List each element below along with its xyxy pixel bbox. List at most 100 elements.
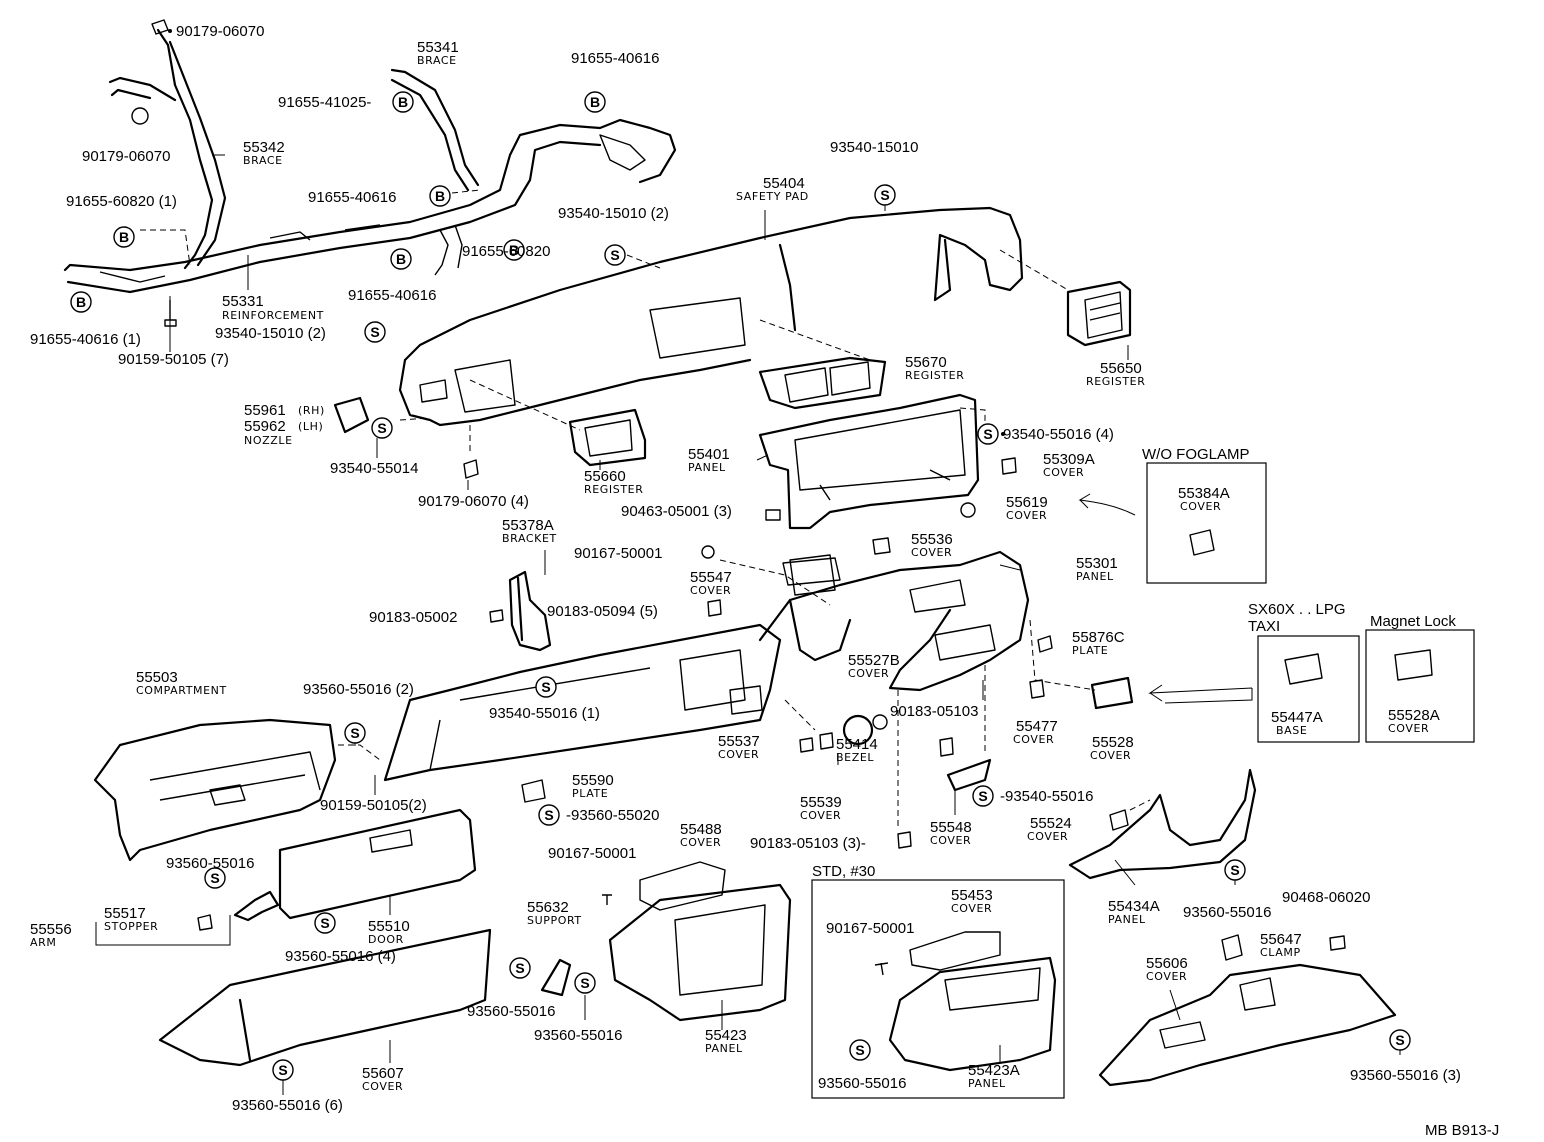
part-number: -93560-55020 bbox=[566, 807, 659, 824]
part-number: 91655-60820 (1) bbox=[66, 193, 177, 210]
part-description: PANEL bbox=[1076, 570, 1114, 583]
part-number: 55414 bbox=[836, 736, 878, 753]
part-number: 93540-55016 (4) bbox=[1003, 426, 1114, 443]
register-55670-drawing bbox=[758, 356, 887, 410]
leader-line bbox=[756, 454, 769, 461]
part-number: 90159-50105(2) bbox=[320, 797, 427, 814]
part-number: 90179-06070 bbox=[82, 148, 170, 165]
part-number: 55510 bbox=[368, 918, 410, 935]
part-description: REGISTER bbox=[905, 369, 964, 382]
frame-magnet-lock bbox=[1365, 629, 1475, 743]
part-description: BRACE bbox=[417, 54, 457, 67]
part-description: COVER bbox=[911, 546, 952, 559]
part-number: 93560-55016 bbox=[467, 1003, 555, 1020]
compartment-55503-inner-drawing bbox=[149, 751, 321, 806]
svg-text:B: B bbox=[435, 188, 445, 204]
part-number: 55378A bbox=[502, 517, 554, 534]
part-number: 55619 bbox=[1006, 494, 1048, 511]
part-number: 55961 bbox=[244, 402, 286, 419]
part-description: COVER bbox=[1090, 749, 1131, 762]
part-number: 55517 bbox=[104, 905, 146, 922]
leader-dot bbox=[168, 29, 172, 33]
leader-lines bbox=[95, 154, 1401, 1095]
part-number: 55539 bbox=[800, 794, 842, 811]
register-55650-grille-drawing bbox=[1084, 291, 1123, 339]
screw-symbol: S bbox=[364, 321, 386, 343]
part-number: 55590 bbox=[572, 772, 614, 789]
part-number: 55528A bbox=[1388, 707, 1440, 724]
arm-55556-drawing bbox=[233, 890, 280, 922]
screw-symbol: S bbox=[272, 1059, 294, 1081]
part-description: PANEL bbox=[705, 1042, 743, 1055]
part-number: 90167-50001 bbox=[574, 545, 662, 562]
register-55650-drawing bbox=[1066, 280, 1132, 347]
part-description: COVER bbox=[362, 1080, 403, 1093]
panel-55401-inner-drawing bbox=[794, 409, 966, 501]
svg-text:S: S bbox=[210, 870, 219, 886]
part-number: 91655-40616 bbox=[571, 50, 659, 67]
assembly-line bbox=[759, 319, 871, 361]
part-description: STOPPER bbox=[104, 920, 158, 933]
part-number: 93540-15010 bbox=[830, 139, 918, 156]
register-55660-grille-drawing bbox=[584, 419, 633, 457]
frame-wo-foglamp bbox=[1146, 462, 1267, 584]
register-55670-grille-drawing bbox=[784, 361, 871, 403]
part-number: 90183-05103 bbox=[890, 703, 978, 720]
part-number: 93560-55016 bbox=[818, 1075, 906, 1092]
svg-text:S: S bbox=[541, 679, 550, 695]
svg-text:S: S bbox=[1230, 862, 1239, 878]
cover-55547-drawing bbox=[782, 557, 841, 586]
part-number: 91655-41025- bbox=[278, 94, 371, 111]
bolt-symbol: B bbox=[584, 91, 606, 113]
part-number: 55548 bbox=[930, 819, 972, 836]
part-description: BRACKET bbox=[502, 532, 557, 545]
part-number: -93540-55016 bbox=[1000, 788, 1093, 805]
cover-55537-drawing bbox=[799, 732, 834, 753]
part-number: 91655-60820 bbox=[462, 243, 550, 260]
svg-text:S: S bbox=[880, 187, 889, 203]
svg-text:S: S bbox=[320, 915, 329, 931]
cover-55536-drawing bbox=[872, 537, 891, 555]
part-number: 55423 bbox=[705, 1027, 747, 1044]
part-number: 55607 bbox=[362, 1065, 404, 1082]
part-number: 90183-05002 bbox=[369, 609, 457, 626]
svg-text:B: B bbox=[119, 229, 129, 245]
nut-90179-c-drawing bbox=[463, 459, 479, 479]
part-description: PANEL bbox=[1108, 913, 1146, 926]
part-description: (LH) bbox=[298, 420, 323, 433]
part-number: 55670 bbox=[905, 354, 947, 371]
part-number: 90179-06070 (4) bbox=[418, 493, 529, 510]
svg-text:B: B bbox=[590, 94, 600, 110]
part-description: COVER bbox=[690, 584, 731, 597]
register-55660-drawing bbox=[568, 408, 647, 467]
assembly-line bbox=[999, 249, 1069, 291]
leader-line bbox=[1169, 989, 1181, 1021]
cover-55548-drawing bbox=[946, 758, 992, 792]
part-number: 93540-55016 (1) bbox=[489, 705, 600, 722]
part-number: 55453 bbox=[951, 887, 993, 904]
assembly-line bbox=[959, 407, 986, 430]
svg-text:S: S bbox=[978, 788, 987, 804]
part-description: COVER bbox=[1013, 733, 1054, 746]
cover-55453-drawing bbox=[909, 931, 1001, 971]
part-description: DOOR bbox=[368, 933, 404, 946]
lower-dash-drawing bbox=[383, 623, 782, 782]
screw-90167-c-drawing bbox=[874, 962, 889, 976]
svg-text:S: S bbox=[1395, 1032, 1404, 1048]
leader-dot bbox=[1001, 432, 1005, 436]
clip-90183-05103-drawing bbox=[939, 737, 954, 757]
part-number: 90463-05001 (3) bbox=[621, 503, 732, 520]
panel-55401-drawing bbox=[758, 393, 980, 530]
panel-55423a-window-drawing bbox=[944, 967, 1041, 1011]
part-number: 91655-40616 bbox=[308, 189, 396, 206]
part-description: BRACE bbox=[243, 154, 283, 167]
part-description: REGISTER bbox=[584, 483, 643, 496]
part-number: 55528 bbox=[1092, 734, 1134, 751]
part-description: COVER bbox=[951, 902, 992, 915]
part-number: 55547 bbox=[690, 569, 732, 586]
taxi-title-line2: TAXI bbox=[1248, 618, 1280, 635]
part-description: COVER bbox=[1146, 970, 1187, 983]
screw-symbol: S bbox=[604, 244, 626, 266]
svg-text:S: S bbox=[370, 324, 379, 340]
part-description: (RH) bbox=[298, 404, 325, 417]
